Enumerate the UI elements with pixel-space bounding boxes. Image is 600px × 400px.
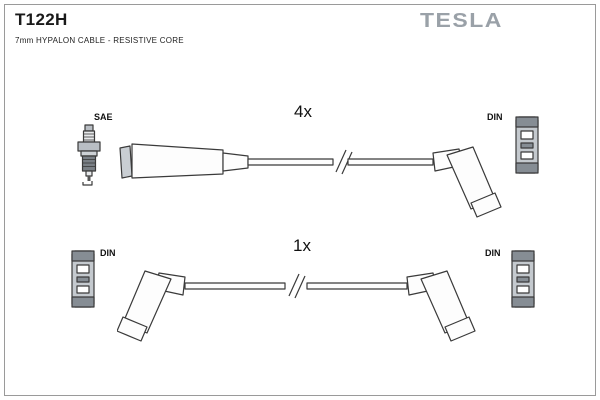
spark-plug-icon xyxy=(77,124,101,186)
din-label-bottom-left: DIN xyxy=(100,248,116,258)
cable-spec: 7mm HYPALON CABLE - RESISTIVE CORE xyxy=(15,36,184,45)
din-connector-icon xyxy=(71,250,95,308)
din-label-top-right: DIN xyxy=(487,112,503,122)
sae-label: SAE xyxy=(94,112,113,122)
tesla-logo: TESLA xyxy=(420,8,503,32)
part-number: T122H xyxy=(15,10,68,29)
quantity-top: 4x xyxy=(294,102,312,121)
quantity-bottom: 1x xyxy=(293,236,311,255)
din-label-bottom-right: DIN xyxy=(485,248,501,258)
cable-assembly-1x xyxy=(117,270,476,342)
din-connector-icon xyxy=(515,116,539,174)
cable-assembly-4x xyxy=(119,143,502,218)
din-connector-icon xyxy=(511,250,535,308)
